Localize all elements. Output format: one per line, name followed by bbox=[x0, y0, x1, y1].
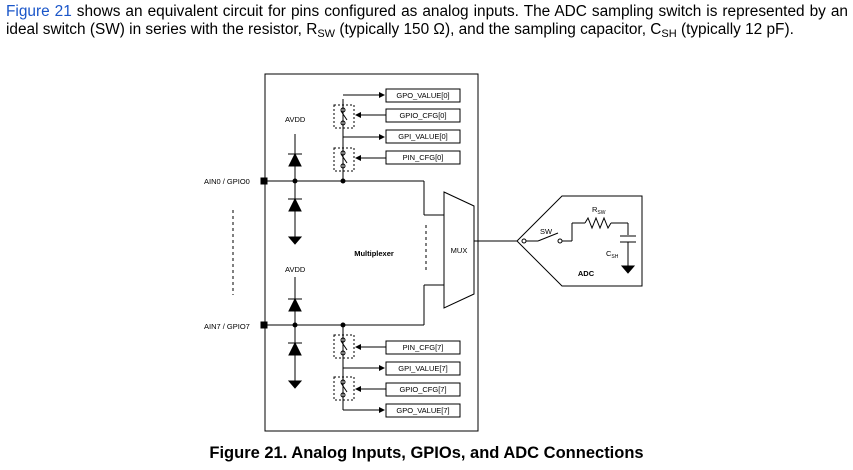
register-label-gpo-value-0: GPO_VALUE[0] bbox=[396, 91, 449, 100]
switch-bottom-2 bbox=[333, 376, 355, 401]
avdd-label-top: AVDD bbox=[285, 115, 306, 124]
sw-label: SW bbox=[540, 227, 553, 236]
pin-label-ain7: AIN7 / GPIO7 bbox=[204, 322, 250, 331]
figure-caption: Figure 21. Analog Inputs, GPIOs, and ADC… bbox=[209, 444, 644, 462]
csh-label: CSH bbox=[606, 249, 619, 260]
register-label-pin-cfg-0: PIN_CFG[0] bbox=[403, 153, 444, 162]
circuit-diagram: AVDD AVDD AIN0 / GPIO0 AIN7 / GPIO7 GPO_… bbox=[204, 73, 643, 432]
pin-label-ain0: AIN0 / GPIO0 bbox=[204, 177, 250, 186]
mux-block bbox=[443, 191, 475, 309]
register-label-gpio-cfg-0: GPIO_CFG[0] bbox=[399, 111, 446, 120]
adc-label: ADC bbox=[578, 269, 595, 278]
register-gpo-value-0 bbox=[385, 88, 461, 103]
register-label-pin-cfg-7: PIN_CFG[7] bbox=[403, 343, 444, 352]
register-gpi-value-0 bbox=[385, 129, 461, 144]
avdd-label-bottom: AVDD bbox=[285, 265, 306, 274]
mux-label: MUX bbox=[451, 246, 468, 255]
diode-top-2 bbox=[288, 197, 302, 212]
diode-bottom-1 bbox=[288, 297, 302, 312]
register-label-gpio-cfg-7: GPIO_CFG[7] bbox=[399, 385, 446, 394]
register-label-gpi-value-0: GPI_VALUE[0] bbox=[398, 132, 447, 141]
register-label-gpo-value-7: GPO_VALUE[7] bbox=[396, 406, 449, 415]
multiplexer-label: Multiplexer bbox=[354, 249, 394, 258]
register-gpi-value-7 bbox=[385, 361, 461, 376]
figure-link[interactable]: Figure 21 bbox=[6, 3, 72, 20]
device-boundary bbox=[264, 73, 479, 432]
adc-block bbox=[516, 195, 643, 287]
diode-top-1 bbox=[288, 152, 302, 167]
switch-bottom-1 bbox=[333, 334, 355, 359]
ground-bottom bbox=[287, 380, 303, 389]
diode-bottom-2 bbox=[288, 341, 302, 356]
switch-top-1 bbox=[333, 104, 355, 129]
switch-top-2 bbox=[333, 147, 355, 172]
intro-paragraph: Figure 21 shows an equivalent circuit fo… bbox=[6, 3, 848, 40]
register-gpo-value-7 bbox=[385, 403, 461, 418]
resistor-rsw bbox=[584, 216, 612, 230]
register-label-gpi-value-7: GPI_VALUE[7] bbox=[398, 364, 447, 373]
rsw-label: RSW bbox=[592, 205, 606, 216]
ground-top bbox=[287, 236, 303, 245]
